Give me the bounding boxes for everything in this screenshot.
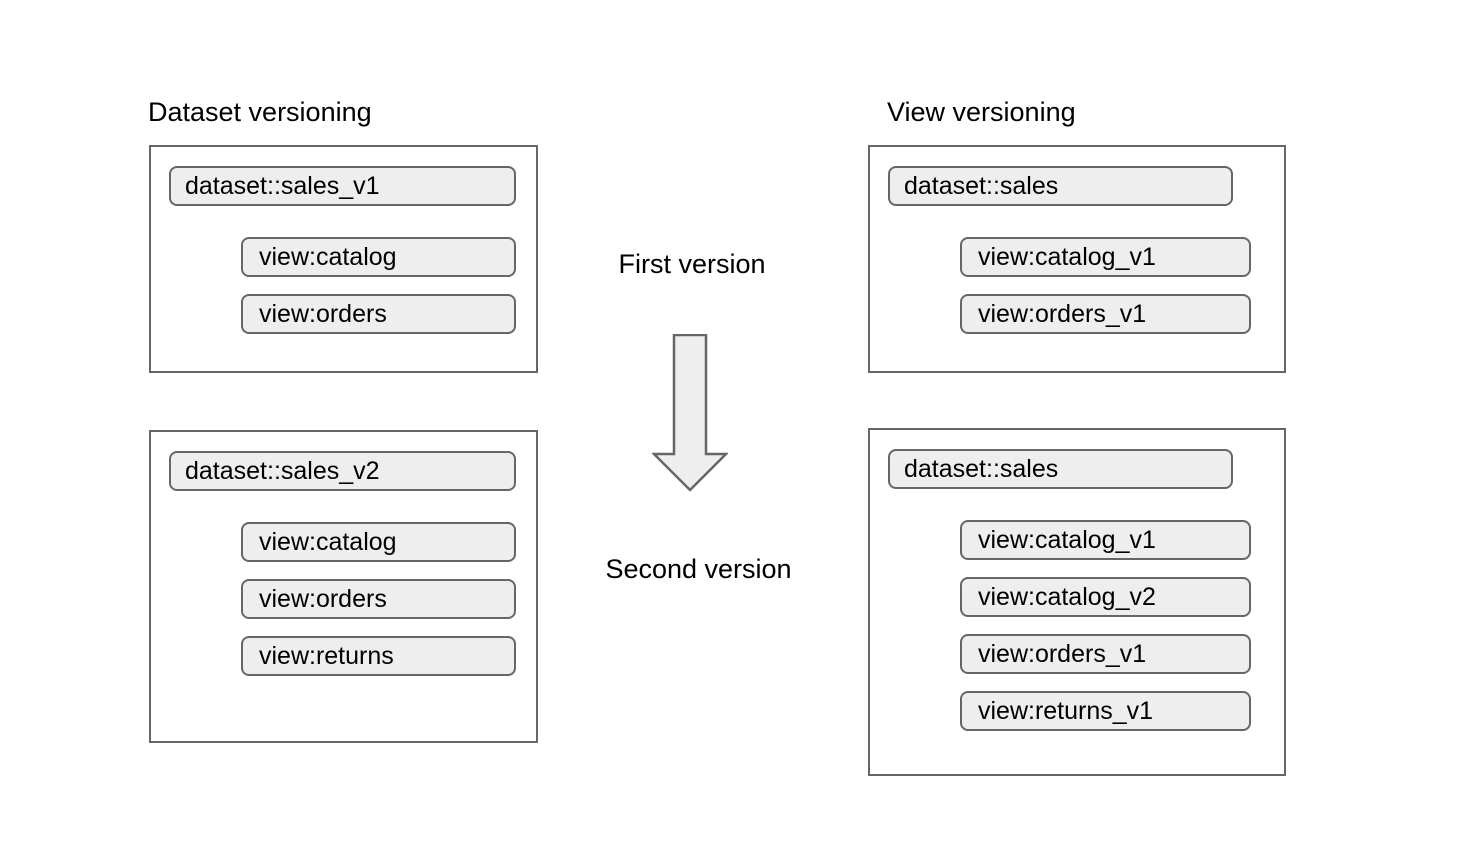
center-label-second-version: Second version: [605, 554, 792, 584]
group-box-view-versioning-v2: dataset::sales view:catalog_v1 view:cata…: [868, 428, 1286, 776]
down-arrow-icon: [652, 334, 728, 492]
group-box-dataset-versioning-v2: dataset::sales_v2 view:catalog view:orde…: [149, 430, 538, 743]
pill-view-catalog[interactable]: view:catalog: [241, 522, 516, 562]
pill-dataset-sales-v1[interactable]: dataset::sales_v1: [169, 166, 516, 206]
group-box-dataset-versioning-v1: dataset::sales_v1 view:catalog view:orde…: [149, 145, 538, 373]
pill-view-catalog-v1[interactable]: view:catalog_v1: [960, 237, 1251, 277]
column-heading-view-versioning: View versioning: [887, 97, 1076, 127]
pill-view-returns-v1[interactable]: view:returns_v1: [960, 691, 1251, 731]
pill-view-catalog[interactable]: view:catalog: [241, 237, 516, 277]
pill-view-orders-v1[interactable]: view:orders_v1: [960, 294, 1251, 334]
pill-view-catalog-v1[interactable]: view:catalog_v1: [960, 520, 1251, 560]
column-heading-dataset-versioning: Dataset versioning: [148, 97, 372, 127]
pill-dataset-sales[interactable]: dataset::sales: [888, 449, 1233, 489]
pill-view-orders[interactable]: view:orders: [241, 579, 516, 619]
pill-view-orders[interactable]: view:orders: [241, 294, 516, 334]
center-label-first-version: First version: [618, 249, 766, 279]
pill-view-orders-v1[interactable]: view:orders_v1: [960, 634, 1251, 674]
pill-dataset-sales[interactable]: dataset::sales: [888, 166, 1233, 206]
pill-view-returns[interactable]: view:returns: [241, 636, 516, 676]
pill-dataset-sales-v2[interactable]: dataset::sales_v2: [169, 451, 516, 491]
pill-view-catalog-v2[interactable]: view:catalog_v2: [960, 577, 1251, 617]
group-box-view-versioning-v1: dataset::sales view:catalog_v1 view:orde…: [868, 145, 1286, 373]
